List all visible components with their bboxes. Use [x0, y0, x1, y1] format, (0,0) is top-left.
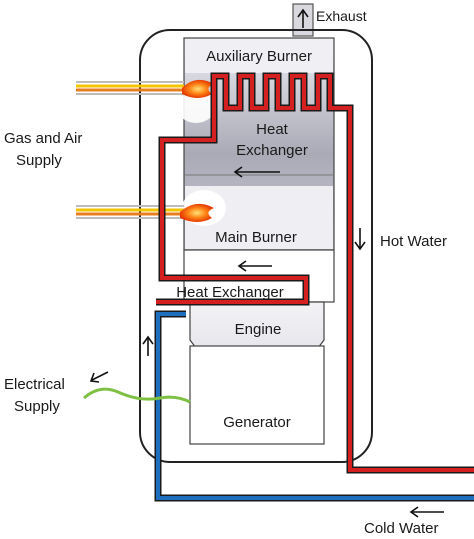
gas-air-supply-label-line1: Gas and Air — [4, 130, 82, 147]
gas-supply-pipe-lower — [76, 205, 184, 219]
auxiliary-burner-label: Auxiliary Burner — [206, 48, 312, 65]
heat-exchanger-upper-label-line1: Heat — [256, 121, 289, 138]
main-burner-flame-icon — [180, 203, 214, 222]
exhaust-arrow-icon — [297, 8, 309, 28]
housing-outline — [139, 29, 373, 463]
electrical-out-arrow-icon — [89, 371, 109, 383]
gas-supply-pipe-upper — [76, 81, 184, 95]
engine-label: Engine — [235, 321, 282, 338]
upper-exchanger-arrow-icon — [233, 166, 280, 178]
aux-burner-flame-icon — [182, 79, 214, 98]
gas-air-supply-label-line2: Supply — [16, 152, 62, 169]
cold-water-left-arrow-icon — [409, 506, 444, 518]
hot-water-label: Hot Water — [380, 233, 447, 250]
heat-exchanger-upper-label-line2: Exchanger — [236, 142, 308, 159]
electrical-supply-label-line1: Electrical — [4, 376, 65, 393]
cold-water-label: Cold Water — [364, 520, 438, 537]
exhaust-label: Exhaust — [316, 8, 367, 24]
cold-water-up-arrow-icon — [142, 335, 154, 356]
electrical-supply-label-line2: Supply — [14, 398, 60, 415]
lower-exchanger-arrow-icon — [237, 260, 272, 272]
hot-water-down-arrow-icon — [354, 228, 366, 251]
main-burner-label: Main Burner — [215, 229, 297, 246]
electrical-wire — [83, 387, 191, 404]
generator-box — [189, 345, 325, 445]
auxiliary-burner-area — [185, 39, 333, 73]
heat-exchanger-lower-label: Heat Exchanger — [176, 284, 284, 301]
generator-label: Generator — [223, 414, 291, 431]
